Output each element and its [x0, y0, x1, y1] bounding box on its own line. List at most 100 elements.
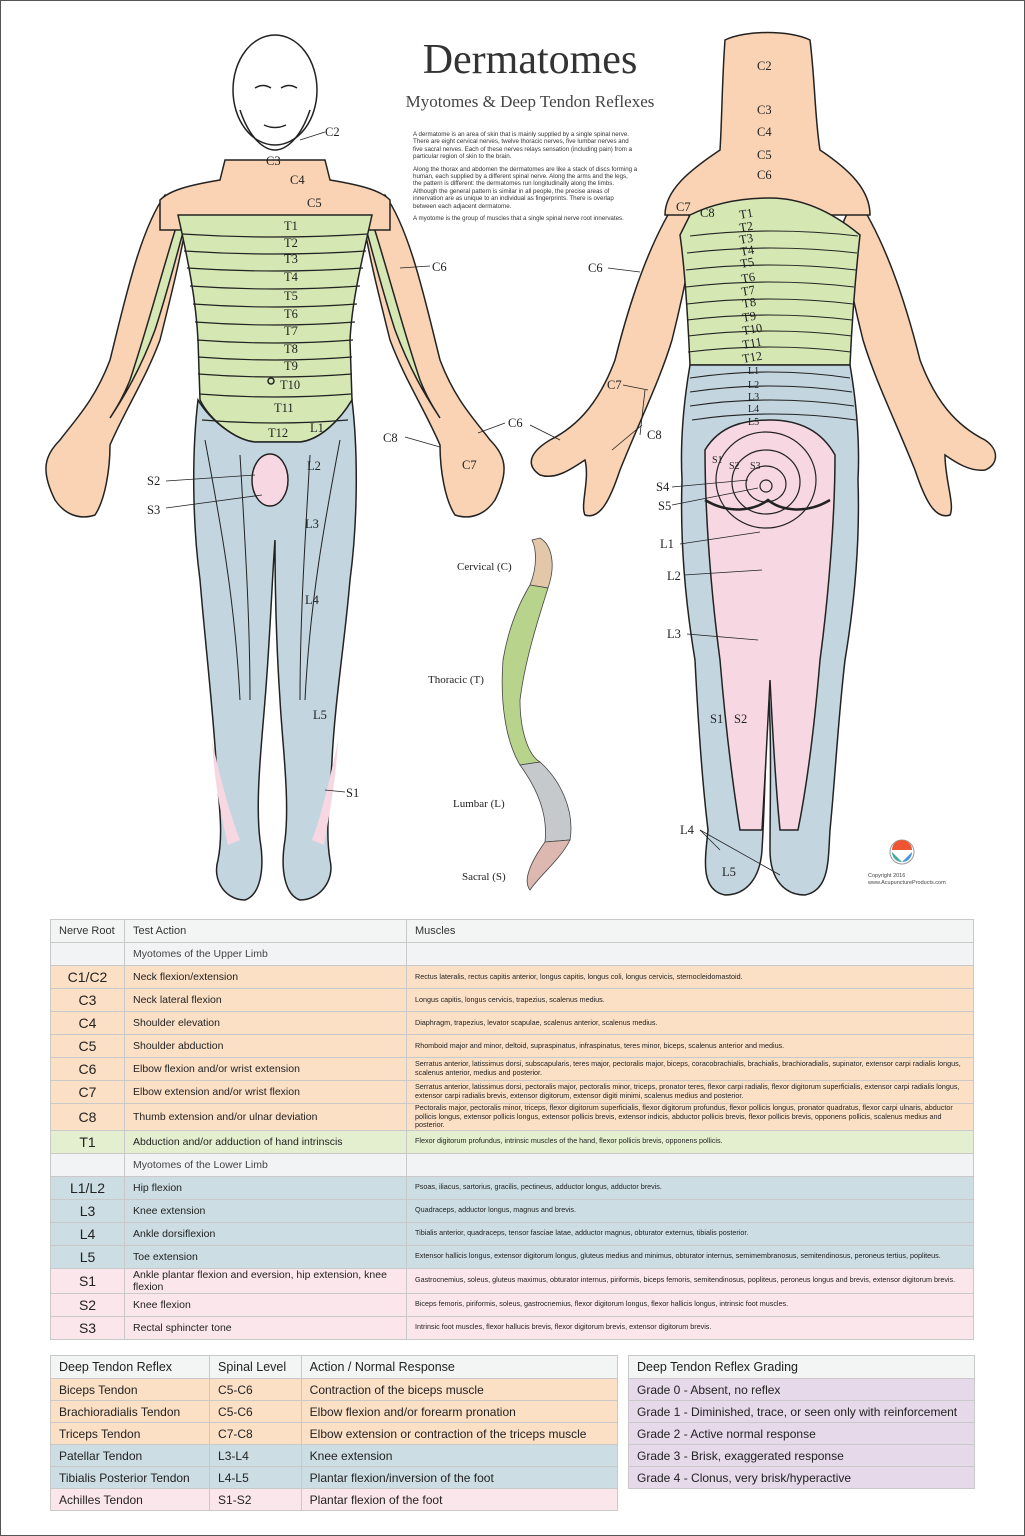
- test-action: Shoulder elevation: [124, 1011, 407, 1035]
- spinal-level: L3-L4: [209, 1444, 302, 1467]
- nerve-root: C7: [50, 1080, 125, 1104]
- front-navel: [267, 377, 275, 385]
- test-action: Elbow extension and/or wrist flexion: [124, 1080, 407, 1104]
- back-label-c7-arm: C7: [607, 378, 622, 392]
- test-action: Neck lateral flexion: [124, 988, 407, 1012]
- intro-paragraph-dermatome: A dermatome is an area of skin that is m…: [413, 131, 633, 161]
- muscles: Biceps femoris, piriformis, soleus, gast…: [406, 1292, 974, 1317]
- grading-row: Grade 0 - Absent, no reflex: [628, 1378, 975, 1401]
- test-action: Thumb extension and/or ulnar deviation: [124, 1103, 407, 1131]
- back-label-t10: T10: [741, 321, 763, 338]
- front-left-arm: [45, 193, 186, 518]
- header-muscles: Muscles: [406, 919, 974, 943]
- grade-text: Grade 2 - Active normal response: [628, 1422, 975, 1445]
- front-label-l3: L3: [305, 517, 319, 531]
- back-label-l3: L3: [748, 392, 759, 403]
- back-leader-lines: [529, 267, 781, 876]
- normal-response: Plantar flexion/inversion of the foot: [300, 1466, 619, 1489]
- back-label-t3: T3: [738, 231, 754, 247]
- front-label-t10: T10: [280, 378, 300, 392]
- section-lower-limb: Myotomes of the Lower Limb: [50, 1152, 974, 1177]
- front-body-figure: [45, 34, 505, 901]
- front-left-arm-t1: [109, 213, 186, 419]
- copyright-logo: [889, 839, 915, 865]
- back-sacral-rings: [715, 431, 817, 529]
- back-body-figure: [530, 31, 997, 896]
- front-leg-s1-left: [212, 740, 240, 845]
- front-label-t2: T2: [284, 236, 298, 250]
- back-label-t1: T1: [738, 206, 754, 222]
- test-action: Neck flexion/extension: [124, 965, 407, 989]
- intro-paragraph-myotome: A myotome is the group of muscles that a…: [413, 215, 624, 223]
- front-label-l2: L2: [307, 459, 321, 473]
- spinal-level: C7-C8: [209, 1422, 302, 1445]
- grading-header-row: Deep Tendon Reflex Grading: [628, 1355, 975, 1379]
- header-grading: Deep Tendon Reflex Grading: [628, 1355, 975, 1379]
- spine-cervical: [529, 537, 553, 589]
- spine-label-cervical: Cervical (C): [457, 561, 512, 573]
- back-sacral: [704, 419, 836, 831]
- front-thoracic-bands: [181, 233, 369, 424]
- nerve-root: C4: [50, 1011, 125, 1035]
- back-glute-line: [704, 498, 831, 511]
- front-mouth: [263, 124, 287, 129]
- copyright-line: Copyright 2016: [868, 873, 906, 879]
- front-label-c6: C6: [432, 260, 447, 274]
- front-label-c2: C2: [325, 125, 340, 139]
- nerve-root: S2: [50, 1292, 125, 1317]
- back-label-t9: T9: [741, 309, 757, 325]
- spinal-level: C5-C6: [209, 1400, 302, 1423]
- back-label-s2: S2: [729, 461, 740, 472]
- spinal-level: C5-C6: [209, 1378, 302, 1401]
- front-label-c7: C7: [462, 458, 477, 472]
- back-label-l4: L4: [748, 404, 759, 415]
- nerve-root: S3: [50, 1315, 125, 1340]
- figures-illustration: C2 C3 C4 C5 C6 C7 C8 C6 T1 T2 T3 T4 T5 T…: [45, 31, 997, 901]
- header-test-action: Test Action: [124, 919, 407, 943]
- back-label-t6: T6: [740, 270, 756, 286]
- muscles: Rhomboid major and minor, deltoid, supra…: [406, 1034, 974, 1058]
- spine-label-sacral: Sacral (S): [462, 871, 506, 883]
- reflex-name: Achilles Tendon: [49, 1488, 211, 1511]
- nerve-root: S1: [50, 1267, 125, 1294]
- test-action: Hip flexion: [124, 1175, 407, 1200]
- front-label-t4: T4: [284, 270, 299, 284]
- back-label-l2: L2: [748, 380, 759, 391]
- myotomes-table: Nerve Root Test Action Muscles Myotomes …: [50, 919, 974, 1340]
- front-label-t11: T11: [274, 401, 294, 415]
- nerve-root: L1/L2: [50, 1175, 125, 1200]
- normal-response: Contraction of the biceps muscle: [300, 1378, 619, 1401]
- spine-sacral: [526, 839, 571, 891]
- front-label-c8: C8: [383, 431, 398, 445]
- section-title: Myotomes of the Upper Limb: [124, 942, 407, 966]
- muscles: Serratus anterior, latissimus dorsi, pec…: [406, 1080, 974, 1104]
- spine-label-lumbar: Lumbar (L): [453, 798, 505, 810]
- muscles: Tibialis anterior, quadraceps, tensor fa…: [406, 1221, 974, 1246]
- back-label-c6-arm: C6: [588, 261, 603, 275]
- test-action: Toe extension: [124, 1244, 407, 1269]
- grading-row: Grade 1 - Diminished, trace, or seen onl…: [628, 1400, 975, 1423]
- nerve-root: C3: [50, 988, 125, 1012]
- front-genital-s3: [251, 453, 289, 507]
- nerve-root: C6: [50, 1057, 125, 1081]
- nerve-root: L5: [50, 1244, 125, 1269]
- spine-label-thoracic: Thoracic (T): [428, 674, 484, 686]
- grade-text: Grade 1 - Diminished, trace, or seen onl…: [628, 1400, 975, 1423]
- nerve-root: L4: [50, 1221, 125, 1246]
- front-label-t1: T1: [284, 219, 298, 233]
- spine-thoracic: [501, 584, 549, 766]
- front-label-t6: T6: [284, 307, 298, 321]
- back-label-s1: S1: [712, 455, 723, 466]
